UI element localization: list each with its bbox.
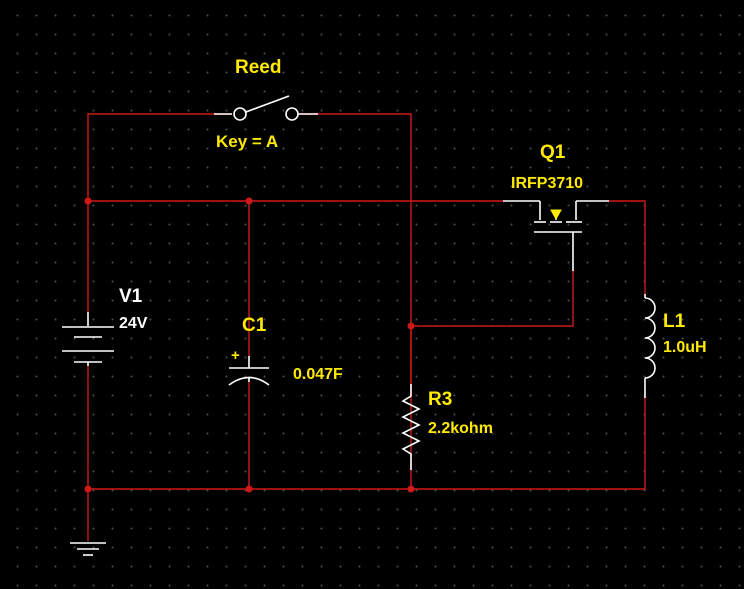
mosfet-q1[interactable]: Q1 IRFP3710 — [503, 142, 609, 271]
inductor-ref: L1 — [663, 311, 686, 332]
source-value: 24V — [119, 315, 148, 332]
inductor-l1[interactable]: L1 1.0uH — [644, 294, 707, 398]
capacitor-polarity: + — [231, 347, 240, 364]
switch-key: Key = A — [216, 132, 278, 151]
transistor-ref: Q1 — [540, 142, 566, 163]
battery-v1[interactable]: V1 24V — [62, 286, 148, 366]
junction-dot — [245, 197, 253, 205]
junctions — [84, 197, 415, 493]
resistor-r3[interactable]: R3 2.2kohm — [401, 384, 493, 470]
capacitor-c1[interactable]: + C1 0.047F — [228, 315, 343, 386]
switch-name: Reed — [235, 57, 281, 78]
capacitor-ref: C1 — [242, 315, 267, 336]
inductor-value: 1.0uH — [663, 339, 707, 356]
wire-switch-right — [300, 113, 412, 489]
junction-dot — [84, 485, 92, 493]
resistor-ref: R3 — [428, 389, 452, 410]
ground-symbol[interactable] — [70, 542, 106, 556]
wire-inductor-bottom — [88, 398, 646, 490]
wires — [87, 113, 646, 541]
source-ref: V1 — [119, 286, 143, 307]
transistor-part: IRFP3710 — [511, 175, 583, 192]
wire-gate — [411, 271, 574, 327]
junction-dot — [84, 197, 92, 205]
wire-left — [87, 113, 232, 312]
reed-switch[interactable]: Reed Key = A — [214, 57, 318, 151]
capacitor-value: 0.047F — [293, 366, 343, 383]
junction-dot — [407, 322, 415, 330]
resistor-value: 2.2kohm — [428, 420, 493, 437]
junction-dot — [245, 485, 253, 493]
wire-drain-to-inductor — [609, 200, 646, 294]
junction-dot — [407, 485, 415, 493]
